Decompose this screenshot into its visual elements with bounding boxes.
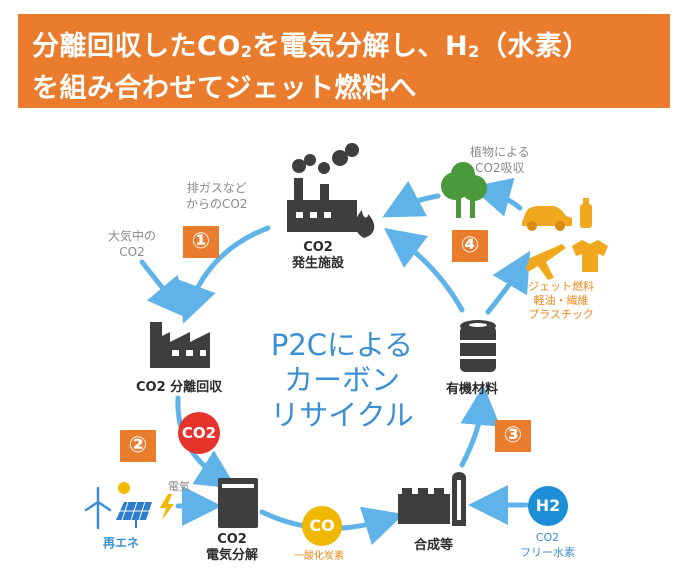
trees-icon — [441, 162, 487, 218]
step-1-badge: ① — [183, 226, 219, 258]
barrel-icon — [460, 320, 496, 372]
factory-smoke-fire-icon — [287, 143, 375, 238]
step-4-badge: ④ — [452, 230, 488, 262]
car-icon — [522, 206, 572, 231]
renewable-label: 再エネ — [103, 536, 140, 550]
organic-label: 有機材料 — [446, 382, 499, 397]
arrow-synthesis-to-organic — [459, 385, 501, 468]
refinery-icon — [398, 472, 466, 526]
solar-panel-icon — [116, 482, 152, 528]
arrow-source-to-capture — [178, 225, 271, 324]
bottle-icon — [580, 198, 592, 228]
plane-icon — [526, 244, 566, 280]
lightning-icon — [160, 494, 174, 520]
step-2-badge: ② — [120, 430, 156, 462]
exhaust-label: 排ガスなどからのCO2 — [186, 181, 248, 211]
synthesis-label: 合成等 — [414, 538, 454, 553]
title-banner: 分離回収したCO2を電気分解し、H2（水素） を組み合わせてジェット燃料へ — [18, 14, 670, 108]
capture-label: CO2 分離回収 — [136, 380, 223, 395]
arrow-organic-to-products — [485, 250, 531, 315]
arrow-products-to-plants — [470, 177, 523, 217]
tshirt-icon — [572, 240, 608, 272]
products-label: ジェット燃料軽油・繊維プラスチック — [528, 280, 594, 321]
h2-bubble: H2 — [528, 486, 568, 526]
tank-icon — [218, 478, 258, 528]
title-line-2: を組み合わせてジェット燃料へ — [32, 73, 417, 104]
arrow-organic-to-source — [384, 227, 465, 313]
arrow-plants-to-source — [382, 180, 441, 218]
co-name-label: 一酸化炭素 — [294, 551, 344, 562]
factory-icon — [150, 322, 210, 368]
step-3-badge: ③ — [495, 420, 531, 452]
electricity-label: 電気 — [168, 480, 190, 493]
co2-bubble: CO2 — [178, 412, 220, 454]
title-line-1: 分離回収したCO2を電気分解し、H2（水素） — [32, 31, 590, 62]
wind-turbine-icon — [84, 486, 112, 530]
center-title: P2Cによる カーボン リサイクル — [270, 328, 414, 432]
co-bubble: CO — [302, 506, 342, 546]
arrow-atmosphere-to-capture — [139, 259, 188, 319]
